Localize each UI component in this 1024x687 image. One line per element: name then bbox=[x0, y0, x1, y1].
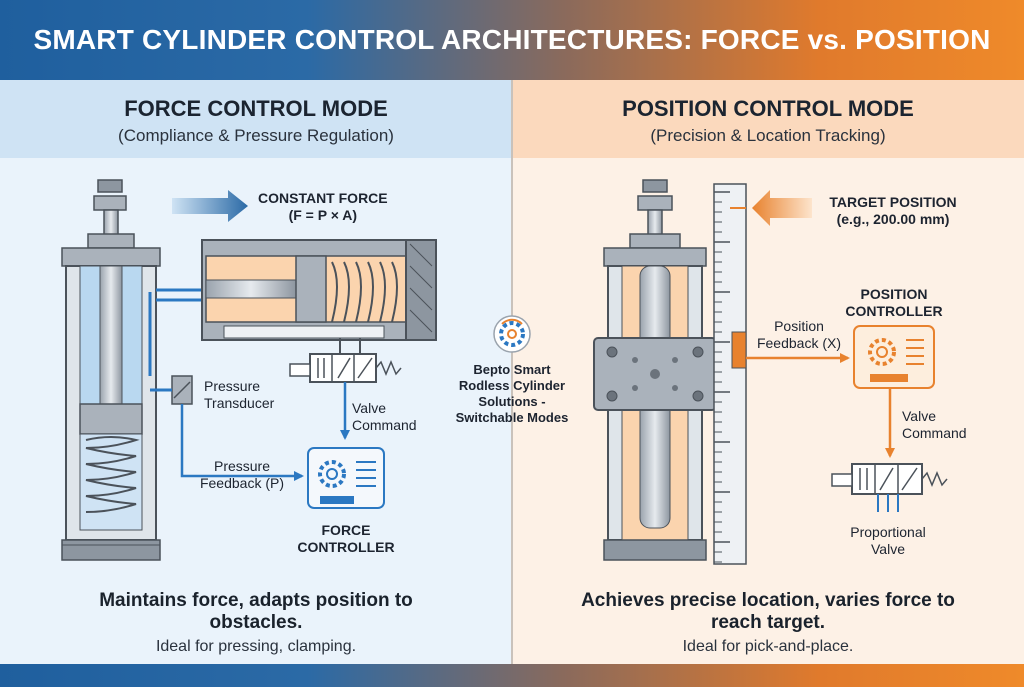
force-horizontal-cylinder bbox=[201, 239, 437, 341]
pressure-feedback-line2: Feedback (P) bbox=[199, 475, 285, 491]
target-position-line2: (e.g., 200.00 mm) bbox=[836, 211, 950, 227]
position-controller-label: POSITION CONTROLLER bbox=[838, 286, 950, 320]
scale-ticks bbox=[714, 191, 730, 563]
page-title: SMART CYLINDER CONTROL ARCHITECTURES: FO… bbox=[33, 24, 991, 55]
position-valve-command-line1: Valve bbox=[902, 408, 936, 424]
proportional-valve bbox=[831, 463, 948, 512]
position-caption-main: Achieves precise location, varies force … bbox=[581, 590, 955, 633]
force-controller-line2: CONTROLLER bbox=[297, 539, 395, 555]
force-panel-header: FORCE CONTROL MODE (Compliance & Pressur… bbox=[0, 80, 512, 158]
target-position-line1: TARGET POSITION bbox=[829, 194, 957, 210]
constant-force-line2: (F = P × A) bbox=[288, 207, 358, 223]
transducer-line2: Transducer bbox=[204, 395, 275, 411]
center-line2: Rodless Cylinder bbox=[458, 378, 566, 393]
proportional-valve-label: Proportional Valve bbox=[836, 524, 940, 558]
center-line4: Switchable Modes bbox=[455, 410, 569, 425]
position-controller-line2: CONTROLLER bbox=[845, 303, 943, 319]
force-valve-command-label: Valve Command bbox=[352, 400, 417, 434]
position-feedback-line2: Feedback (X) bbox=[756, 335, 842, 351]
pressure-feedback-label: Pressure Feedback (P) bbox=[190, 458, 294, 492]
pressure-feedback-line1: Pressure bbox=[213, 458, 271, 474]
transducer-line1: Pressure bbox=[204, 378, 261, 394]
force-controller-line1: FORCE bbox=[321, 522, 371, 538]
target-position-label: TARGET POSITION (e.g., 200.00 mm) bbox=[818, 194, 968, 228]
proportional-valve-line2: Valve bbox=[871, 541, 905, 557]
force-caption-main: Maintains force, adapts position to obst… bbox=[99, 590, 413, 633]
position-panel-header: POSITION CONTROL MODE (Precision & Locat… bbox=[512, 80, 1024, 158]
position-valve-command-label: Valve Command bbox=[902, 408, 967, 442]
panel-divider bbox=[511, 80, 513, 664]
force-controller-box bbox=[307, 447, 385, 509]
constant-force-label: CONSTANT FORCE (F = P × A) bbox=[258, 190, 388, 224]
position-panel-subtitle: (Precision & Location Tracking) bbox=[650, 126, 886, 145]
linear-scale bbox=[713, 183, 747, 565]
position-controller-line1: POSITION bbox=[860, 286, 928, 302]
position-feedback-line1: Position bbox=[774, 318, 824, 334]
position-controller-box bbox=[853, 325, 935, 389]
gear-icon bbox=[493, 315, 531, 353]
force-panel-subtitle: (Compliance & Pressure Regulation) bbox=[118, 126, 394, 145]
proportional-valve-line1: Proportional bbox=[850, 524, 926, 540]
force-controller-label: FORCE CONTROLLER bbox=[296, 522, 396, 556]
force-valve-command-line1: Valve bbox=[352, 400, 386, 416]
constant-force-line1: CONSTANT FORCE bbox=[258, 190, 388, 206]
position-caption-sub: Ideal for pick-and-place. bbox=[682, 638, 854, 655]
force-valve-command-line2: Command bbox=[352, 417, 417, 433]
force-caption: Maintains force, adapts position to obst… bbox=[56, 590, 456, 657]
position-caption: Achieves precise location, varies force … bbox=[568, 590, 968, 657]
position-sensor bbox=[731, 331, 747, 369]
target-position-arrow bbox=[752, 190, 812, 226]
bottom-bar bbox=[0, 664, 1024, 687]
title-bar: SMART CYLINDER CONTROL ARCHITECTURES: FO… bbox=[0, 0, 1024, 80]
center-line1: Bepto Smart bbox=[473, 362, 551, 377]
force-caption-sub: Ideal for pressing, clamping. bbox=[155, 638, 357, 655]
force-directional-valve bbox=[289, 338, 402, 383]
rodless-cylinder bbox=[593, 179, 717, 561]
position-valve-command-line2: Command bbox=[902, 425, 967, 441]
bepto-solutions-label: Bepto Smart Rodless Cylinder Solutions -… bbox=[452, 362, 572, 426]
constant-force-arrow bbox=[172, 190, 248, 222]
position-feedback-label: Position Feedback (X) bbox=[756, 318, 842, 352]
position-control-panel: POSITION CONTROL MODE (Precision & Locat… bbox=[512, 80, 1024, 664]
position-panel-title: POSITION CONTROL MODE bbox=[622, 96, 914, 121]
force-panel-title: FORCE CONTROL MODE bbox=[124, 96, 388, 121]
pressure-feedback-arrow bbox=[180, 404, 304, 481]
center-line3: Solutions - bbox=[478, 394, 546, 409]
force-vertical-cylinder bbox=[61, 179, 161, 561]
pressure-transducer-label: Pressure Transducer bbox=[204, 378, 274, 412]
